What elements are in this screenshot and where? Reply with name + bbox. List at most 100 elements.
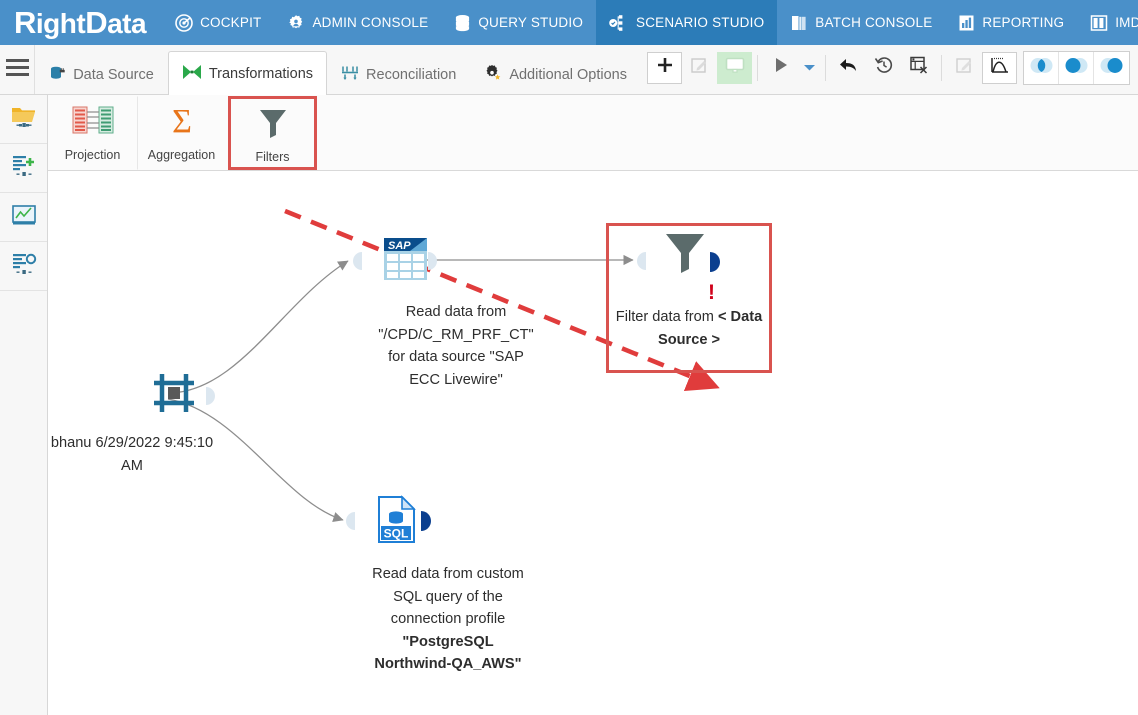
nav-item-admin-console[interactable]: ADMIN CONSOLE [274, 0, 441, 45]
svg-text:SQL: SQL [384, 527, 409, 541]
palette-item-aggregation[interactable]: Σ Aggregation [137, 95, 226, 170]
edit-button[interactable] [682, 52, 717, 84]
plus-icon [656, 56, 674, 79]
toolbar-right-group [982, 45, 1138, 94]
sap-data-source-node-label: Read data from "/CPD/C_RM_PRF_CT" for da… [378, 304, 534, 388]
venn-button-group [1023, 50, 1130, 85]
logo-ata: ata [107, 7, 147, 39]
sql-data-source-node[interactable]: SQL [376, 495, 417, 548]
edit-pencil-icon [690, 56, 709, 80]
clear-grid-button[interactable] [901, 52, 936, 84]
play-icon [772, 56, 790, 79]
toolbar-divider [825, 54, 826, 81]
scenario-start-icon [149, 374, 203, 423]
run-button[interactable] [763, 52, 798, 84]
filter-label-prefix: Filter data from [615, 309, 718, 325]
filter-node-error-badge[interactable]: ! [708, 281, 715, 305]
venn-light-button[interactable] [1024, 51, 1059, 84]
start-node[interactable] [149, 367, 203, 424]
tab-additional-options[interactable]: Additional Options [470, 55, 641, 94]
logo-d: D [85, 4, 108, 40]
history-button[interactable] [866, 52, 901, 84]
sidebar-item-results[interactable] [0, 193, 47, 242]
palette-label-aggregation: Aggregation [147, 147, 216, 162]
clock-revert-icon [874, 55, 894, 80]
chart-window-icon [11, 203, 37, 232]
sigma-icon: Σ [162, 103, 202, 144]
scenario-canvas[interactable]: bhanu 6/29/2022 9:45:10 AM SAP Read data… [48, 171, 1138, 715]
start-node-output-port[interactable] [206, 386, 215, 405]
cockpit-icon [175, 13, 193, 32]
venn-left-icon [1063, 56, 1090, 80]
sap-node-output-port[interactable] [428, 251, 437, 270]
sidebar-item-settings[interactable] [0, 242, 47, 291]
hamburger-bar [5, 66, 29, 69]
transformations-icon [182, 64, 202, 84]
palette-item-projection[interactable]: Projection [48, 96, 137, 170]
nav-item-reporting[interactable]: REPORTING [945, 0, 1077, 45]
venn-light-icon [1028, 56, 1055, 80]
exclamation-icon: ! [708, 281, 715, 304]
undo-button[interactable] [831, 52, 866, 84]
hamburger-bar [5, 59, 29, 62]
toolbar-divider [757, 54, 758, 81]
toolbar-divider [941, 54, 942, 81]
nav-item-cockpit[interactable]: COCKPIT [162, 0, 274, 45]
secondary-toolbar: Data Source Transformations Reconciliati… [0, 45, 1138, 95]
gear-person-icon [287, 14, 305, 32]
tab-transformations[interactable]: Transformations [167, 51, 328, 95]
hamburger-icon[interactable] [0, 45, 36, 94]
filter-node-output-port[interactable] [710, 251, 720, 272]
tab-label-reconciliation: Reconciliation [366, 67, 457, 83]
sql-node-output-port[interactable] [421, 510, 431, 531]
sap-data-source-node[interactable]: SAP [382, 236, 429, 287]
nav-item-query-studio[interactable]: QUERY STUDIO [441, 0, 596, 45]
left-rail [0, 95, 48, 715]
tab-label-data-source: Data Source [73, 67, 154, 83]
edit-note-icon [955, 56, 974, 80]
preview-button[interactable] [717, 51, 752, 84]
filter-label-datasource-line2: Source > [657, 331, 721, 348]
chart-view-button[interactable] [982, 51, 1017, 84]
nav-item-batch-console[interactable]: BATCH CONSOLE [777, 0, 945, 45]
logo-ight: ight [35, 7, 86, 39]
filter-node-input-port[interactable] [636, 251, 646, 270]
edge-start-to-sql [167, 398, 344, 523]
venn-left-button[interactable] [1059, 51, 1094, 84]
tab-data-source[interactable]: Data Source [35, 55, 168, 94]
sql-data-source-node-label: Read data from custom SQL query of the c… [372, 566, 524, 672]
tab-label-transformations: Transformations [208, 65, 314, 82]
notes-button[interactable] [947, 52, 982, 84]
nav-label-reporting: REPORTING [982, 15, 1065, 30]
gear-star-icon [484, 64, 502, 86]
nav-item-imdb[interactable]: IMDB [1077, 0, 1138, 45]
nav-label-cockpit: COCKPIT [200, 15, 262, 30]
palette-item-filters[interactable]: Filters [228, 95, 317, 170]
database-icon [454, 14, 471, 32]
palette-label-projection: Projection [64, 147, 121, 162]
tab-label-additional-options: Additional Options [509, 67, 627, 83]
sidebar-item-new-scenario[interactable] [0, 144, 47, 193]
list-plus-icon [10, 153, 38, 184]
add-button[interactable] [647, 51, 682, 84]
sap-table-icon: SAP [382, 238, 429, 286]
reconciliation-icon [341, 65, 359, 86]
run-options-button[interactable] [798, 52, 820, 84]
sap-node-input-port[interactable] [352, 251, 362, 270]
projection-icon [71, 103, 115, 144]
venn-right-button[interactable] [1094, 52, 1129, 84]
sql-node-input-port[interactable] [345, 511, 355, 530]
folder-open-icon [10, 104, 38, 135]
filter-node[interactable] [661, 228, 709, 281]
database-plug-icon [49, 65, 66, 86]
palette-label-filters: Filters [255, 149, 290, 164]
hamburger-bar [5, 73, 29, 76]
tab-reconciliation[interactable]: Reconciliation [327, 55, 470, 94]
sql-file-icon: SQL [376, 495, 417, 547]
nav-label-admin-console: ADMIN CONSOLE [312, 15, 429, 30]
nav-item-scenario-studio[interactable]: SCENARIO STUDIO [596, 0, 778, 45]
sidebar-item-open-folder[interactable] [0, 95, 47, 144]
nav-label-imdb: IMDB [1115, 15, 1138, 30]
scenario-icon [609, 14, 629, 32]
